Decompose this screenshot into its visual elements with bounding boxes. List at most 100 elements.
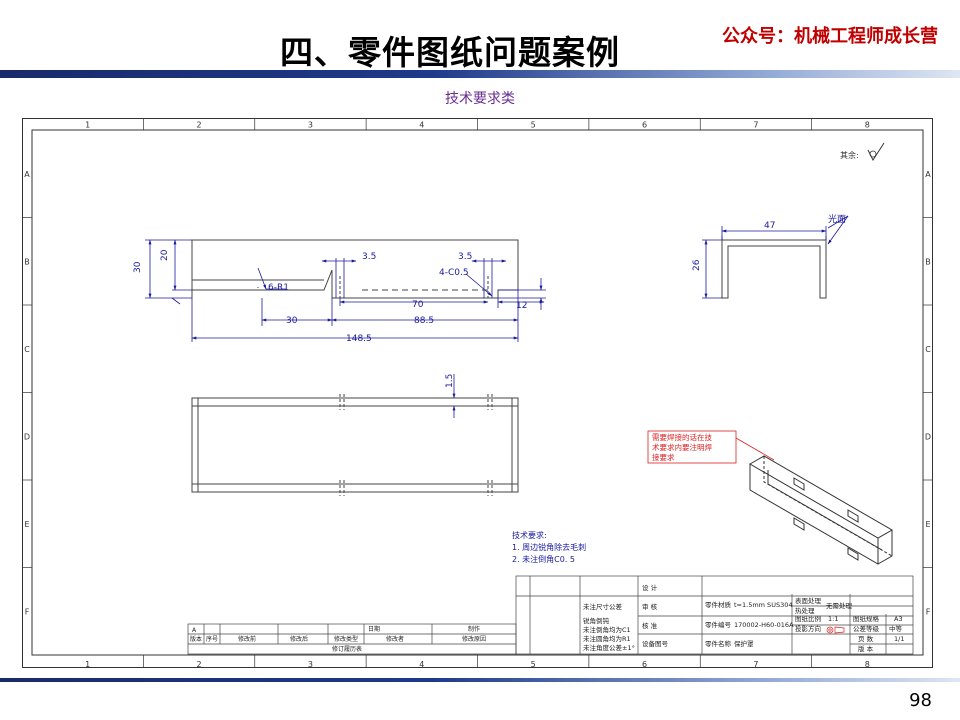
svg-text:无需处理: 无需处理 xyxy=(826,601,853,610)
svg-text:日期: 日期 xyxy=(368,625,380,633)
svg-text:图纸规格: 图纸规格 xyxy=(853,614,880,623)
svg-text:修改类型: 修改类型 xyxy=(334,635,358,643)
svg-text:技术要求:: 技术要求: xyxy=(512,530,547,540)
grid-col-label: 3 xyxy=(308,121,313,130)
svg-text:需要焊接的话在技: 需要焊接的话在技 xyxy=(652,432,712,442)
svg-text:70: 70 xyxy=(412,300,424,310)
grid-col-label: 2 xyxy=(197,660,202,668)
svg-text:光面: 光面 xyxy=(828,213,846,225)
front-view xyxy=(191,239,519,299)
title-block-text: 设 计 审 核 核 准 设备图号 未注尺寸公差 锐角倒钝 未注倒角均为C1 未注… xyxy=(583,583,904,653)
svg-text:1:1: 1:1 xyxy=(828,615,838,623)
svg-text:88.5: 88.5 xyxy=(414,316,434,326)
svg-text:保护罩: 保护罩 xyxy=(734,639,754,648)
svg-text:t=1.5mm SUS304: t=1.5mm SUS304 xyxy=(734,601,792,609)
page-number: 98 xyxy=(909,690,932,711)
svg-text:148.5: 148.5 xyxy=(346,334,372,344)
svg-text:接要求: 接要求 xyxy=(652,452,675,462)
grid-row-label: F xyxy=(926,607,931,616)
bottom-view-dimensions: 1.5 xyxy=(445,374,456,418)
side-view-dimensions xyxy=(702,215,849,299)
svg-text:1. 周边锐角除去毛刺: 1. 周边锐角除去毛刺 xyxy=(512,542,586,552)
grid-col-label: 6 xyxy=(642,121,647,130)
grid-col-label: 6 xyxy=(642,660,647,668)
section-subtitle: 技术要求类 xyxy=(445,91,515,107)
grid-col-label: 5 xyxy=(531,121,536,130)
isometric-view xyxy=(748,455,894,565)
svg-text:设 计: 设 计 xyxy=(642,583,658,592)
front-view-dimensions xyxy=(145,239,546,342)
svg-text:制作: 制作 xyxy=(468,625,480,633)
page-title: 四、零件图纸问题案例 xyxy=(280,33,620,72)
svg-text:6-R1: 6-R1 xyxy=(268,283,289,293)
grid-col-label: 5 xyxy=(531,660,536,668)
grid-row-label: F xyxy=(25,607,30,616)
svg-text:公差等级: 公差等级 xyxy=(853,624,880,633)
grid-col-label: 8 xyxy=(865,121,870,130)
svg-text:2. 未注倒角C0. 5: 2. 未注倒角C0. 5 xyxy=(512,554,575,564)
projection-symbol xyxy=(826,626,845,634)
welding-callout: 需要焊接的话在技 术要求内要注明焊 接要求 xyxy=(647,430,775,464)
grid-col-label: 1 xyxy=(85,660,90,668)
svg-text:版 本: 版 本 xyxy=(858,644,874,653)
front-view-dim-labels: 30 20 3.5 3.5 4-C0.5 6-R1 70 12 30 88.5 … xyxy=(133,249,527,344)
svg-text:30: 30 xyxy=(133,261,143,273)
grid-row-label: C xyxy=(925,345,931,354)
svg-text:热处理: 热处理 xyxy=(795,606,815,615)
svg-text:30: 30 xyxy=(286,316,298,326)
svg-text:未注圆角均为R1: 未注圆角均为R1 xyxy=(583,634,631,643)
grid-row-label: B xyxy=(24,257,30,266)
svg-text:3.5: 3.5 xyxy=(458,252,472,262)
svg-text:零件编号: 零件编号 xyxy=(705,620,732,629)
grid-col-label: 3 xyxy=(308,660,313,668)
svg-text:修改后: 修改后 xyxy=(290,635,308,643)
svg-text:版本: 版本 xyxy=(190,635,202,643)
outer-frame xyxy=(22,118,933,668)
svg-text:锐角倒钝: 锐角倒钝 xyxy=(583,616,610,625)
bottom-view xyxy=(191,394,519,496)
side-view-dim-labels: 47 26 光面 xyxy=(692,213,846,271)
header-divider xyxy=(0,70,960,78)
svg-text:术要求内要注明焊: 术要求内要注明焊 xyxy=(652,442,712,452)
svg-text:1.5: 1.5 xyxy=(445,374,455,388)
revision-table-text: A 版本 序号 修改前 修改后 修改类型 修改者 修改原因 日期 制作 修订履历… xyxy=(190,625,486,653)
grid-col-label: 7 xyxy=(753,660,758,668)
technical-requirements: 技术要求: 1. 周边锐角除去毛刺 2. 未注倒角C0. 5 xyxy=(512,530,586,564)
svg-text:1/1: 1/1 xyxy=(894,635,904,643)
svg-text:设备图号: 设备图号 xyxy=(642,639,669,648)
svg-text:A3: A3 xyxy=(894,615,903,623)
side-view xyxy=(721,236,827,299)
grid-row-label: A xyxy=(24,170,30,179)
svg-text:序号: 序号 xyxy=(206,635,218,643)
grid-row-label: C xyxy=(24,345,30,354)
svg-text:20: 20 xyxy=(160,249,170,261)
grid-col-label: 1 xyxy=(85,121,90,130)
svg-text:修订履历表: 修订履历表 xyxy=(332,645,362,653)
svg-text:核 准: 核 准 xyxy=(642,621,658,630)
grid-col-label: 4 xyxy=(419,660,424,668)
grid-col-label: 8 xyxy=(865,660,870,668)
grid-col-label: 7 xyxy=(753,121,758,130)
grid-row-label: A xyxy=(925,170,931,179)
svg-text:零件材质: 零件材质 xyxy=(705,600,732,609)
wechat-account-label: 公众号：机械工程师成长营 xyxy=(722,26,938,47)
title-block xyxy=(515,575,914,655)
svg-text:3.5: 3.5 xyxy=(362,252,376,262)
grid-col-label: 4 xyxy=(419,121,424,130)
grid-row-label: D xyxy=(925,432,931,441)
svg-text:26: 26 xyxy=(692,259,702,271)
svg-text:中等: 中等 xyxy=(889,624,903,633)
svg-text:12: 12 xyxy=(516,301,527,311)
grid-col-label: 2 xyxy=(197,121,202,130)
svg-text:修改前: 修改前 xyxy=(238,635,256,643)
svg-text:其余:: 其余: xyxy=(840,150,859,160)
revision-table xyxy=(187,623,517,655)
svg-text:4-C0.5: 4-C0.5 xyxy=(439,268,469,278)
svg-text:图纸比例: 图纸比例 xyxy=(795,614,821,623)
grid-row-label: D xyxy=(24,432,30,441)
footer-divider xyxy=(0,678,960,682)
svg-text:170002-H60-016A: 170002-H60-016A xyxy=(734,621,794,629)
grid-row-label: E xyxy=(925,520,930,529)
